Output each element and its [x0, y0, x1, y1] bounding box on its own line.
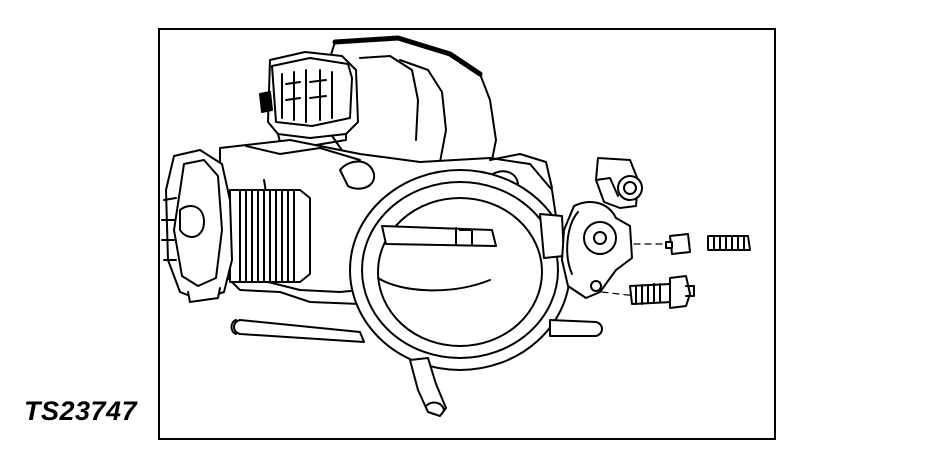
figure-id-label: TS23747: [24, 396, 138, 426]
threaded-intake-boss: [229, 189, 311, 283]
throttle-body-illustration: [161, 35, 751, 417]
diagram-frame: [158, 28, 776, 440]
throttle-position-sensor: [561, 157, 643, 299]
electrical-connector: [259, 51, 359, 147]
throttle-cam-pulley: [161, 149, 233, 303]
sensor-mount-flange: [539, 213, 565, 259]
coolant-tubes: [230, 319, 603, 417]
throttle-bore: [349, 169, 571, 371]
mounting-screw-lower: [629, 275, 695, 309]
mounting-screw-upper: [665, 233, 751, 255]
